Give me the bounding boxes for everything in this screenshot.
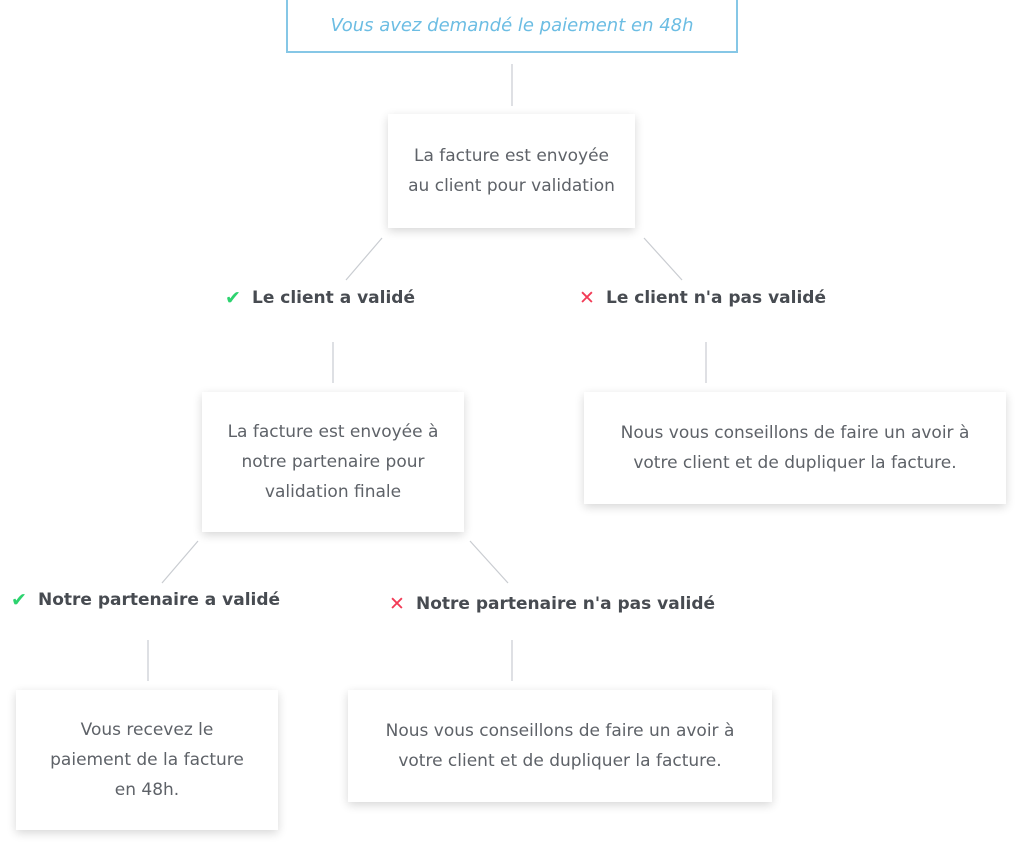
partner-refusal-advice-text: Nous vous conseillons de faire un avoir … — [386, 716, 735, 776]
partner-validation-step-card: La facture est envoyée à notre partenair… — [202, 392, 464, 532]
partner-not-validated-outcome: ✕ Notre partenaire n'a pas validé — [386, 594, 715, 614]
client-validation-step-text: La facture est envoyée au client pour va… — [408, 141, 615, 201]
connector-client-step-to-not-validated — [643, 237, 683, 281]
partner-validated-outcome: ✔ Notre partenaire a validé — [8, 590, 280, 610]
client-refusal-advice-text: Nous vous conseillons de faire un avoir … — [621, 418, 970, 478]
cross-icon: ✕ — [389, 592, 405, 615]
client-refusal-advice-card: Nous vous conseillons de faire un avoir … — [584, 392, 1006, 504]
partner-not-validated-label: Notre partenaire n'a pas validé — [416, 594, 716, 614]
connector-partner-step-to-validated — [161, 540, 199, 584]
card-text-line: Vous recevez le — [80, 720, 214, 740]
card-text-line: La facture est envoyée — [413, 146, 610, 166]
card-text-line: La facture est envoyée à — [227, 422, 439, 442]
card-text-line: validation finale — [264, 482, 402, 502]
partner-validation-step-text: La facture est envoyée à notre partenair… — [228, 417, 439, 507]
payment-request-banner: Vous avez demandé le paiement en 48h — [286, 0, 738, 53]
card-text-line: paiement de la facture — [50, 750, 244, 770]
payment-result-card: Vous recevez le paiement de la facture e… — [16, 690, 278, 830]
client-validated-outcome: ✔ Le client a validé — [222, 288, 415, 308]
card-text-line: notre partenaire pour — [241, 452, 425, 472]
card-text-line: au client pour validation — [408, 176, 615, 196]
card-text-line: votre client et de dupliquer la facture. — [398, 751, 722, 771]
check-icon: ✔ — [11, 588, 27, 611]
cross-icon: ✕ — [579, 286, 595, 309]
partner-validated-label: Notre partenaire a validé — [38, 590, 281, 610]
card-text-line: Nous vous conseillons de faire un avoir … — [620, 423, 970, 443]
client-validation-step-card: La facture est envoyée au client pour va… — [388, 114, 635, 228]
payment-result-text: Vous recevez le paiement de la facture e… — [50, 715, 244, 805]
client-not-validated-outcome: ✕ Le client n'a pas validé — [576, 288, 826, 308]
client-not-validated-label: Le client n'a pas validé — [606, 288, 826, 308]
check-icon: ✔ — [225, 286, 241, 309]
client-validated-label: Le client a validé — [252, 288, 415, 308]
payment-request-label: Vous avez demandé le paiement en 48h — [330, 15, 694, 36]
connector-client-step-to-validated — [345, 237, 383, 281]
card-text-line: votre client et de dupliquer la facture. — [633, 453, 957, 473]
connector-partner-step-to-not-validated — [469, 540, 509, 584]
partner-refusal-advice-card: Nous vous conseillons de faire un avoir … — [348, 690, 772, 802]
card-text-line: Nous vous conseillons de faire un avoir … — [385, 721, 735, 741]
card-text-line: en 48h. — [114, 780, 180, 800]
